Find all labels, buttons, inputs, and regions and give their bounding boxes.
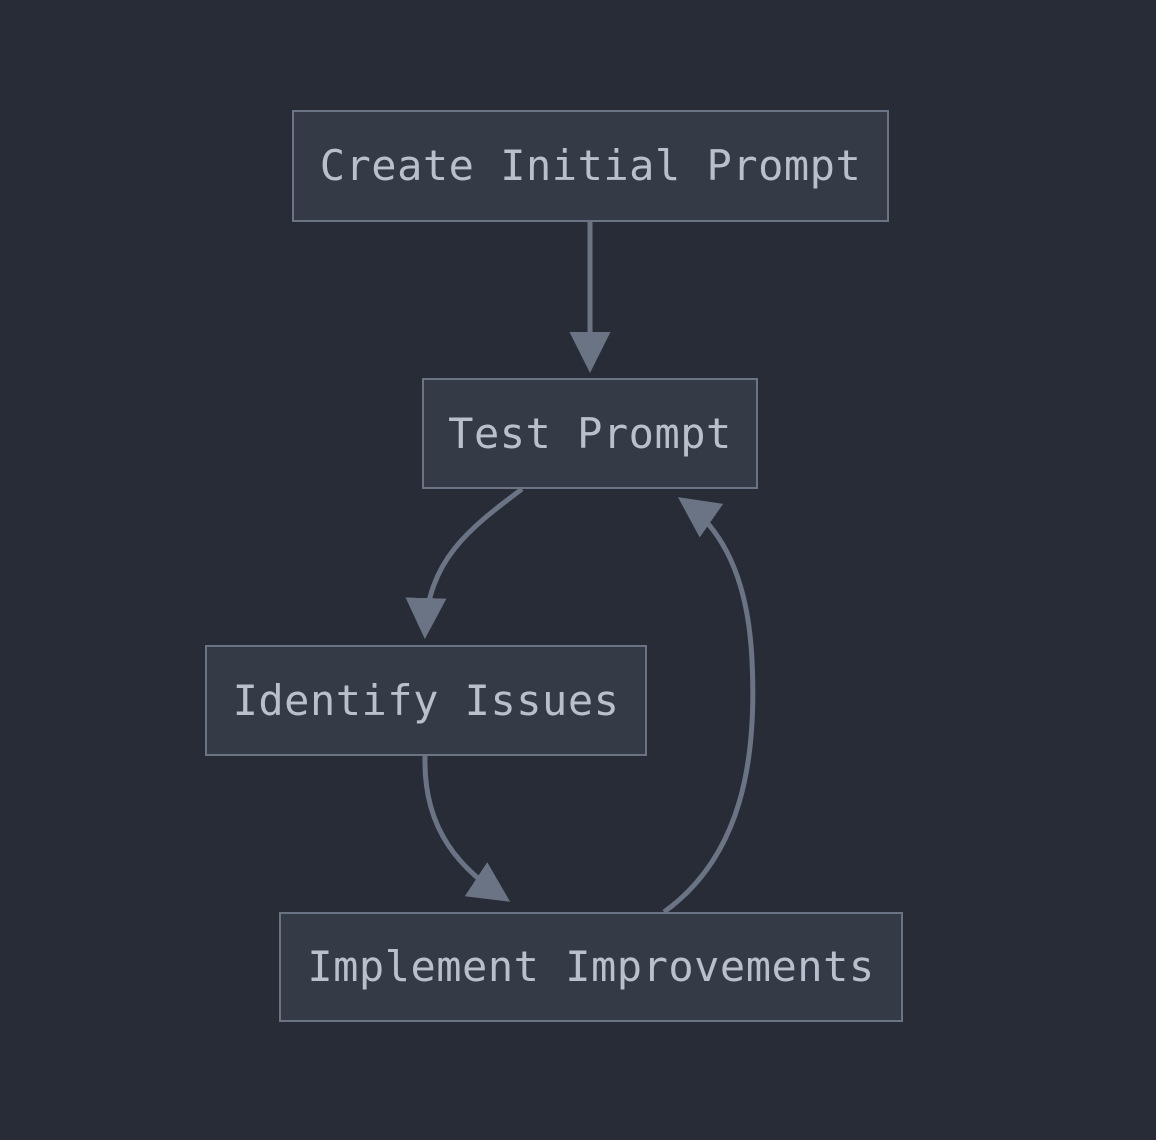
node-implement-improvements[interactable]: Implement Improvements — [279, 912, 903, 1022]
node-create-initial-prompt[interactable]: Create Initial Prompt — [292, 110, 889, 222]
edge-test-to-identify — [405, 486, 524, 639]
node-label: Test Prompt — [448, 408, 732, 458]
node-label: Implement Improvements — [307, 942, 875, 991]
node-label: Identify Issues — [232, 675, 620, 725]
edge-identify-to-implement — [422, 755, 511, 902]
node-label: Create Initial Prompt — [319, 141, 862, 190]
node-identify-issues[interactable]: Identify Issues — [205, 645, 647, 756]
edge-implement-to-test — [662, 497, 756, 915]
node-test-prompt[interactable]: Test Prompt — [422, 378, 758, 489]
